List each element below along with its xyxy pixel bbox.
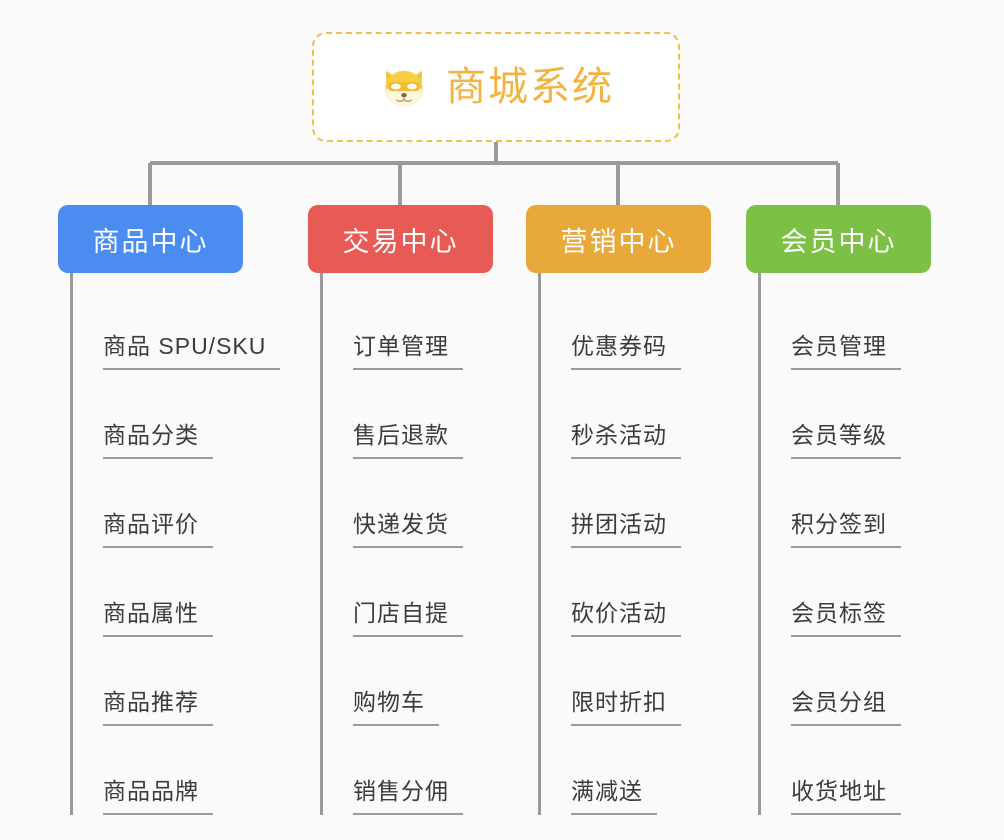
leaf-label: 门店自提: [353, 594, 463, 637]
leaf-label: 商品评价: [103, 505, 213, 548]
leaf-item[interactable]: 收货地址: [761, 726, 931, 815]
leaf-list-3: 会员管理 会员等级 积分签到 会员标签 会员分组 收货地址: [758, 273, 931, 815]
leaf-label: 商品分类: [103, 416, 213, 459]
branch-column-2: 营销中心 优惠券码 秒杀活动 拼团活动 砍价活动 限时折扣 满减送: [526, 205, 711, 815]
leaf-label: 拼团活动: [571, 505, 681, 548]
leaf-list-2: 优惠券码 秒杀活动 拼团活动 砍价活动 限时折扣 满减送: [538, 273, 711, 815]
leaf-item[interactable]: 订单管理: [323, 281, 493, 370]
leaf-label: 购物车: [353, 683, 439, 726]
leaf-label: 商品属性: [103, 594, 213, 637]
leaf-label: 积分签到: [791, 505, 901, 548]
leaf-label: 会员标签: [791, 594, 901, 637]
leaf-label: 满减送: [571, 772, 657, 815]
leaf-item[interactable]: 商品属性: [73, 548, 243, 637]
leaf-item[interactable]: 会员分组: [761, 637, 931, 726]
leaf-label: 优惠券码: [571, 327, 681, 370]
leaf-item[interactable]: 商品 SPU/SKU: [73, 281, 281, 370]
leaf-item[interactable]: 砍价活动: [541, 548, 711, 637]
branch-header-0[interactable]: 商品中心: [58, 205, 243, 273]
leaf-item[interactable]: 商品分类: [73, 370, 243, 459]
leaf-item[interactable]: 会员管理: [761, 281, 931, 370]
root-title: 商城系统: [446, 65, 614, 109]
leaf-item[interactable]: 拼团活动: [541, 459, 711, 548]
leaf-label: 会员等级: [791, 416, 901, 459]
leaf-label: 商品 SPU/SKU: [103, 327, 281, 370]
leaf-item[interactable]: 满减送: [541, 726, 711, 815]
leaf-item[interactable]: 优惠券码: [541, 281, 711, 370]
branch-column-0: 商品中心 商品 SPU/SKU 商品分类 商品评价 商品属性 商品推荐 商品品牌: [58, 205, 281, 815]
leaf-label: 订单管理: [353, 327, 463, 370]
leaf-item[interactable]: 会员等级: [761, 370, 931, 459]
leaf-item[interactable]: 秒杀活动: [541, 370, 711, 459]
leaf-label: 会员分组: [791, 683, 901, 726]
leaf-item[interactable]: 商品品牌: [73, 726, 243, 815]
leaf-list-0: 商品 SPU/SKU 商品分类 商品评价 商品属性 商品推荐 商品品牌: [70, 273, 281, 815]
leaf-item[interactable]: 商品评价: [73, 459, 243, 548]
leaf-item[interactable]: 商品推荐: [73, 637, 243, 726]
leaf-label: 商品品牌: [103, 772, 213, 815]
branch-header-2[interactable]: 营销中心: [526, 205, 711, 273]
leaf-list-1: 订单管理 售后退款 快递发货 门店自提 购物车 销售分佣: [320, 273, 493, 815]
leaf-item[interactable]: 限时折扣: [541, 637, 711, 726]
leaf-item[interactable]: 快递发货: [323, 459, 493, 548]
branch-column-1: 交易中心 订单管理 售后退款 快递发货 门店自提 购物车 销售分佣: [308, 205, 493, 815]
leaf-label: 秒杀活动: [571, 416, 681, 459]
leaf-label: 会员管理: [791, 327, 901, 370]
root-node[interactable]: 商城系统: [312, 32, 680, 142]
leaf-label: 砍价活动: [571, 594, 681, 637]
branch-header-1[interactable]: 交易中心: [308, 205, 493, 273]
branch-header-3[interactable]: 会员中心: [746, 205, 931, 273]
leaf-item[interactable]: 销售分佣: [323, 726, 493, 815]
leaf-label: 售后退款: [353, 416, 463, 459]
leaf-label: 收货地址: [791, 772, 901, 815]
leaf-item[interactable]: 积分签到: [761, 459, 931, 548]
leaf-label: 快递发货: [353, 505, 463, 548]
leaf-item[interactable]: 门店自提: [323, 548, 493, 637]
leaf-label: 销售分佣: [353, 772, 463, 815]
dog-face-emoji: [385, 70, 423, 107]
leaf-item[interactable]: 会员标签: [761, 548, 931, 637]
leaf-item[interactable]: 购物车: [323, 637, 493, 726]
branch-column-3: 会员中心 会员管理 会员等级 积分签到 会员标签 会员分组 收货地址: [746, 205, 931, 815]
leaf-label: 商品推荐: [103, 683, 213, 726]
leaf-item[interactable]: 售后退款: [323, 370, 493, 459]
leaf-label: 限时折扣: [571, 683, 681, 726]
